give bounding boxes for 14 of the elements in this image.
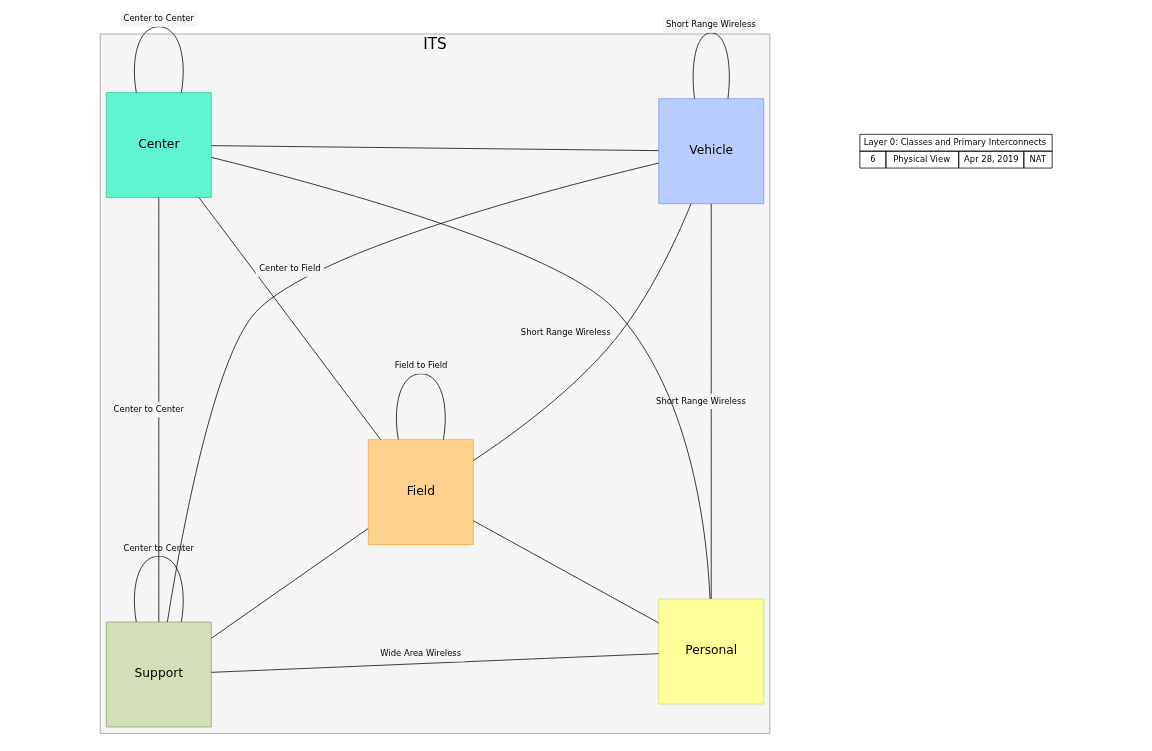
edge-label: Center to Field bbox=[259, 263, 321, 274]
edge-label: Short Range Wireless bbox=[656, 395, 746, 406]
label: Layer 0: Classes and Primary Interconnects bbox=[863, 136, 1047, 147]
edge-label: Wide Area Wireless bbox=[380, 647, 462, 658]
label: Apr 28, 2019 bbox=[964, 153, 1019, 164]
edge-label: Short Range Wireless bbox=[520, 326, 611, 337]
label: Physical View bbox=[893, 153, 951, 164]
edge-label: Field to Field bbox=[394, 360, 448, 371]
label: 6 bbox=[870, 153, 876, 164]
edge-label: Center to Center bbox=[123, 13, 194, 24]
edge-label: Center to Center bbox=[113, 403, 184, 414]
edge-label: Short Range Wireless bbox=[666, 19, 756, 30]
edge-label: Center to Center bbox=[123, 542, 194, 553]
label: NAT bbox=[1029, 153, 1047, 164]
